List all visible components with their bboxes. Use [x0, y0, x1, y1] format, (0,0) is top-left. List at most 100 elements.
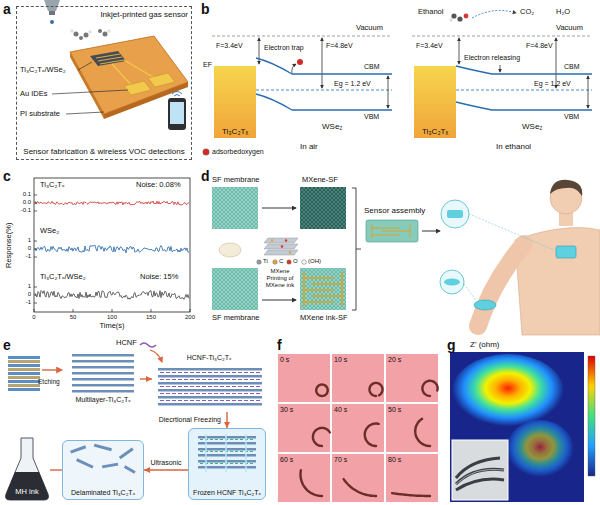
- bending-film-frame: [278, 354, 438, 502]
- noise-trace: [34, 195, 37, 196]
- sensor-illustration: [84, 33, 89, 38]
- noise-trace: [34, 257, 37, 258]
- step-label: Sensor assembly: [364, 206, 425, 215]
- membrane-illustration: [262, 208, 296, 209]
- panel-letter: e: [3, 337, 11, 353]
- noise-trace: [34, 309, 35, 312]
- noise-trace: [34, 211, 37, 212]
- video-frame: 80 s: [386, 454, 438, 502]
- bending-film-frame: [278, 404, 330, 452]
- sensor-illustration: [74, 32, 79, 37]
- band-diagram: [456, 102, 592, 110]
- band-diagram: [256, 90, 392, 91]
- material-label: WSe₂: [522, 122, 542, 131]
- band-diagram: [459, 38, 460, 64]
- legend-text: (OH): [308, 258, 321, 265]
- node-text: 40 s: [334, 406, 347, 414]
- band-diagram: [388, 76, 389, 108]
- band-diagram: [450, 19, 452, 21]
- work-function: F=4.8eV: [326, 42, 353, 50]
- synthesis-illustration: [72, 384, 134, 387]
- human-figure: [440, 270, 464, 294]
- node-text: 10 s: [334, 356, 347, 364]
- band-label: VBM: [364, 113, 379, 121]
- heat-map: [450, 352, 595, 502]
- panel-letter: d: [201, 168, 210, 184]
- tick-label: -0.1: [21, 207, 31, 214]
- sensor-illustration: [96, 54, 124, 64]
- video-frame: 30 s: [278, 404, 330, 452]
- video-frame: 70 s: [332, 454, 384, 502]
- heat-map: [450, 352, 584, 502]
- membrane-illustration: [352, 188, 361, 310]
- dashed-frame: Inkjet-printed gas sensorSensor fabricat…: [16, 6, 192, 160]
- tick-label: 1: [28, 237, 31, 244]
- level-label: EF: [203, 61, 212, 69]
- noise-trace: [190, 309, 191, 312]
- band-diagram: [456, 90, 592, 91]
- process-stage: Multilayer-Ti₃C₂Tₓ: [66, 350, 140, 406]
- tick-label: 50: [70, 314, 77, 321]
- sensor-illustration: [170, 102, 184, 124]
- step-label: Etching: [38, 378, 60, 385]
- noise-value: Noise: 0.08%: [136, 181, 181, 190]
- synthesis-illustration: [8, 384, 40, 387]
- tick-label: 0: [28, 291, 31, 298]
- process-box: Frozen HCNF Ti₃C₂Tₓ: [188, 428, 266, 500]
- heat-map: [588, 356, 595, 476]
- noise-trace: [34, 295, 37, 296]
- legend-text: adsorbedoxygen: [212, 148, 264, 156]
- callout-label: Ti₃C₂Tₓ/WSe₂: [20, 66, 66, 75]
- molecule-label: Ethanol: [418, 8, 443, 17]
- human-figure: [441, 200, 469, 228]
- membrane-illustration: [212, 187, 440, 310]
- band-diagram: [292, 64, 296, 73]
- synthesis-illustration: [72, 366, 134, 369]
- sample-label: MXene-SF: [302, 176, 338, 185]
- material-label: HCNF: [116, 339, 137, 348]
- node-text: Delaminated Ti₃C₂Tₓ: [71, 489, 135, 497]
- bending-film-frame: [316, 385, 327, 397]
- node-text: 80 s: [388, 456, 401, 464]
- node-text: 0 s: [280, 356, 289, 364]
- bending-film-frame: [422, 381, 437, 396]
- synthesis-illustration: [72, 378, 134, 381]
- sensor-illustration: [172, 92, 182, 97]
- synthesis-illustration: [158, 403, 262, 406]
- legend-text: O: [293, 258, 298, 265]
- callout-label: Au IDEs: [20, 90, 48, 99]
- synthesis-illustration: [8, 368, 40, 371]
- node-text: HCNF-Ti₃C₂Tₓ: [187, 354, 232, 362]
- noise-trace: [34, 287, 37, 288]
- series-label: WSe₂: [40, 227, 59, 236]
- edge-label: Ultrasonic: [149, 459, 182, 467]
- sample-label: SF membrane: [212, 314, 260, 323]
- noise-trace: [151, 309, 152, 312]
- axis-title: Response(%): [6, 222, 15, 267]
- human-figure: [464, 214, 554, 300]
- bending-film-frame: [344, 479, 376, 496]
- sensor-illustration: [49, 11, 55, 15]
- heat-map: [506, 420, 574, 480]
- material-block: Ti₃C₂Tₓ: [214, 66, 256, 138]
- membrane-illustration: [422, 231, 440, 232]
- noise-trace: [112, 309, 113, 312]
- band-diagram: [256, 94, 392, 110]
- membrane-illustration: [281, 245, 283, 247]
- panel-letter: g: [447, 337, 456, 353]
- plot-frame: [34, 178, 190, 312]
- human-figure: [447, 210, 463, 218]
- synthesis-illustration: [158, 382, 262, 385]
- band-diagram: [464, 14, 469, 19]
- membrane-illustration: [304, 272, 342, 306]
- synthesis-illustration: [42, 369, 62, 370]
- noise-trace: [34, 203, 37, 204]
- membrane-illustration: [271, 239, 273, 241]
- node-text: Ti₃C₂Tₓ: [222, 127, 248, 136]
- sensor-illustration: [71, 30, 73, 32]
- bending-film-frame: [332, 404, 384, 452]
- level-label: Vacuum: [556, 24, 583, 33]
- node-text: Frozen HCNF Ti₃C₂Tₓ: [193, 489, 261, 497]
